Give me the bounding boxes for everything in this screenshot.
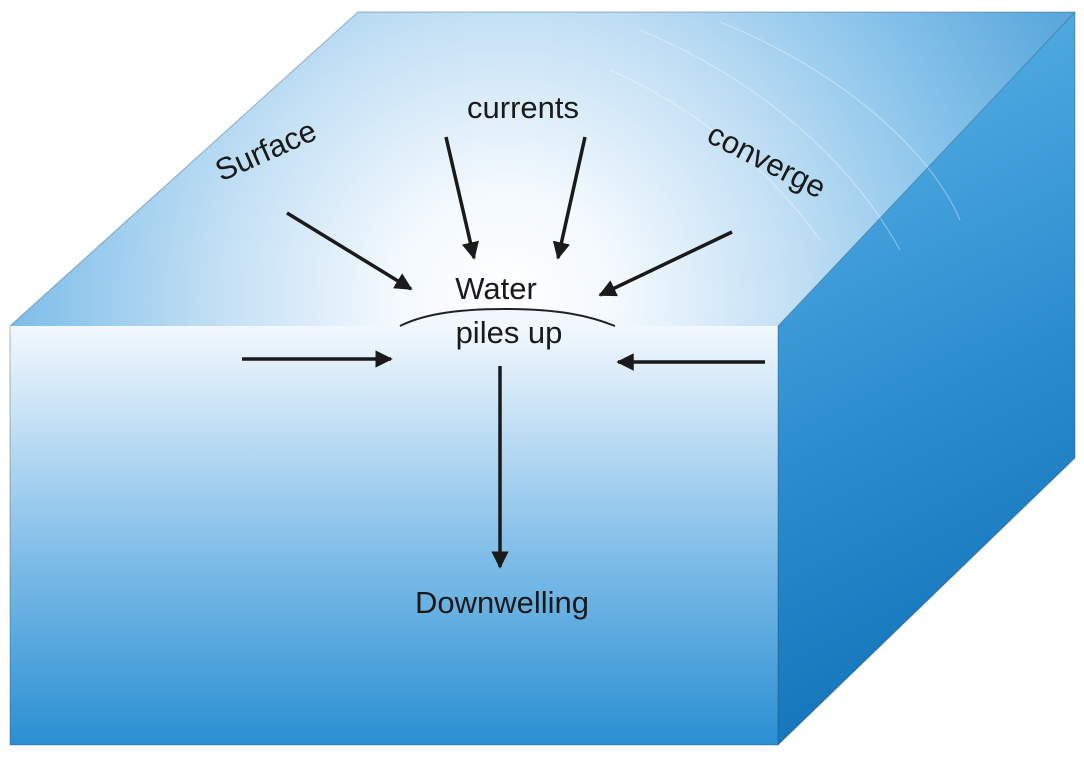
arrow-currents-right	[552, 136, 587, 260]
water-pile-outline	[399, 307, 616, 327]
surface-ripples	[609, 21, 961, 251]
arrow-converge-right	[598, 230, 733, 297]
arrow-surface-left	[286, 211, 413, 291]
cube-edges	[9, 11, 1076, 746]
cube-side-face	[778, 12, 1075, 745]
label-downwelling: Downwelling	[415, 585, 589, 620]
cube-front-face	[10, 309, 778, 745]
label-piles-up: piles up	[456, 315, 563, 350]
cube-top-face	[10, 12, 1075, 326]
arrow-currents-left	[444, 136, 479, 260]
label-water: Water	[455, 271, 537, 306]
label-currents: currents	[467, 90, 579, 125]
